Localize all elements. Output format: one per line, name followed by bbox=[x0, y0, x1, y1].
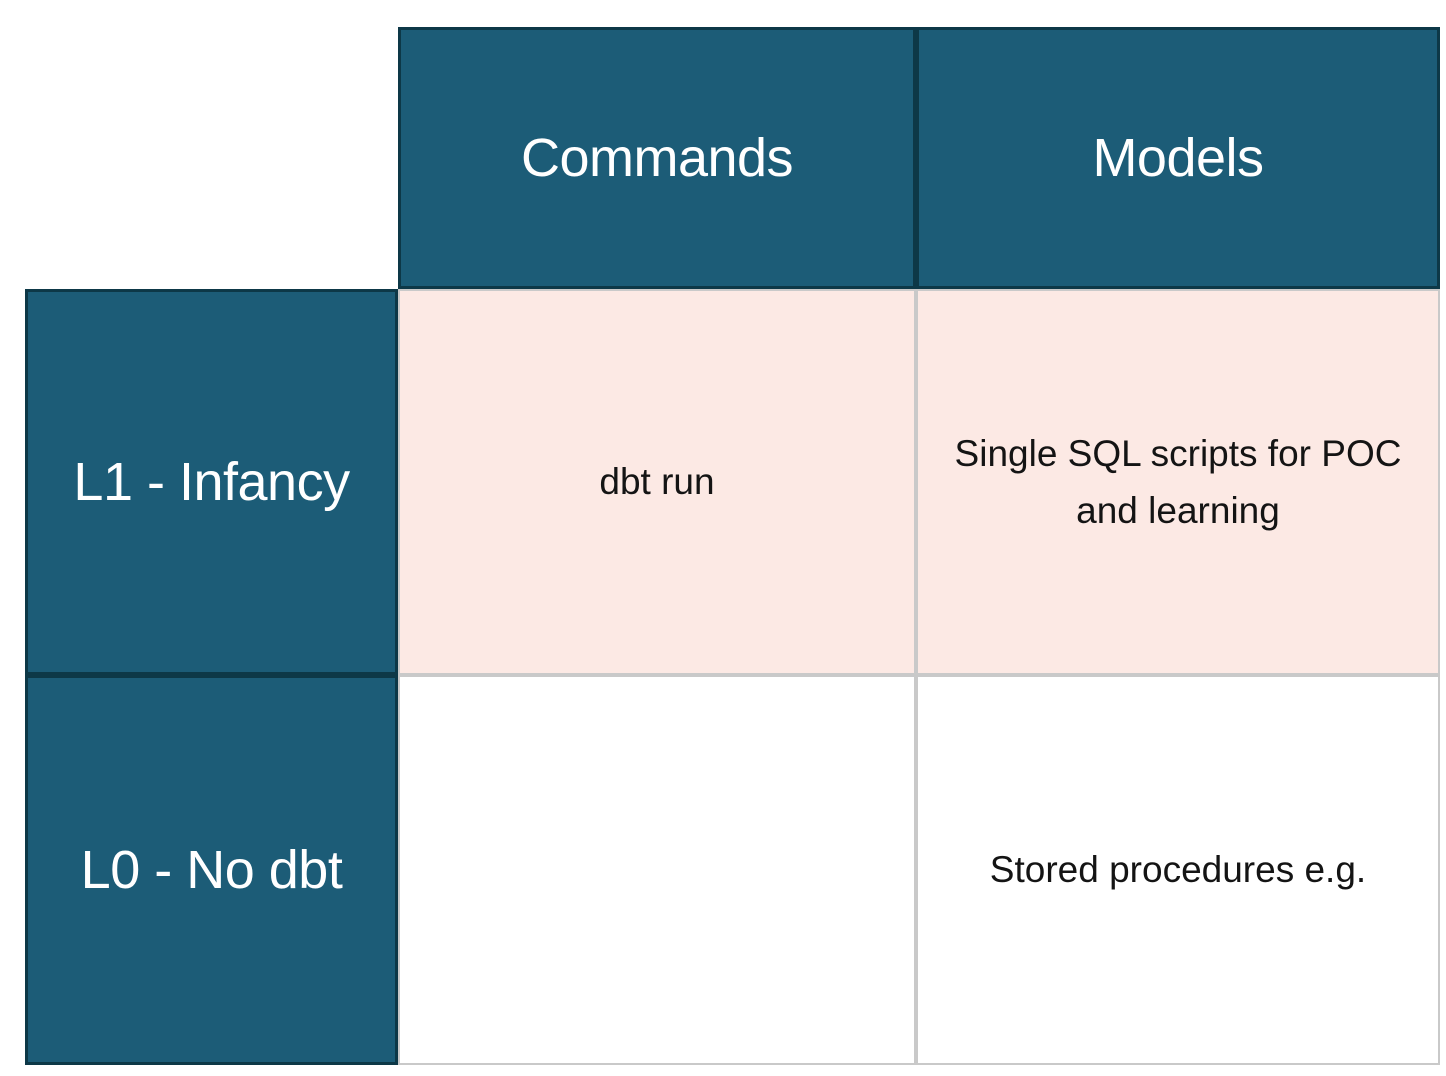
cell-l1-commands-text: dbt run bbox=[599, 461, 715, 503]
column-header-commands: Commands bbox=[398, 27, 916, 289]
column-header-models: Models bbox=[916, 27, 1440, 289]
row-header-l1-infancy-label: L1 - Infancy bbox=[73, 451, 350, 512]
column-header-models-label: Models bbox=[1092, 127, 1264, 188]
cell-l0-models-text: Stored procedures e.g. bbox=[989, 849, 1367, 891]
row-header-l0-no-dbt: L0 - No dbt bbox=[25, 675, 398, 1065]
cell-l0-models: Stored procedures e.g. bbox=[916, 675, 1440, 1065]
cell-l1-models-text: Single SQL scripts for POC and learning bbox=[954, 432, 1402, 531]
cell-l1-commands: dbt run bbox=[398, 289, 916, 675]
cell-l1-models: Single SQL scripts for POC and learning bbox=[916, 289, 1440, 675]
row-header-l0-no-dbt-label: L0 - No dbt bbox=[80, 839, 343, 900]
maturity-table: Commands Models L1 - Infancy dbt run Sin… bbox=[25, 27, 1440, 1065]
corner-cell bbox=[25, 27, 398, 289]
cell-l0-commands bbox=[398, 675, 916, 1065]
row-header-l1-infancy: L1 - Infancy bbox=[25, 289, 398, 675]
column-header-commands-label: Commands bbox=[520, 127, 794, 188]
